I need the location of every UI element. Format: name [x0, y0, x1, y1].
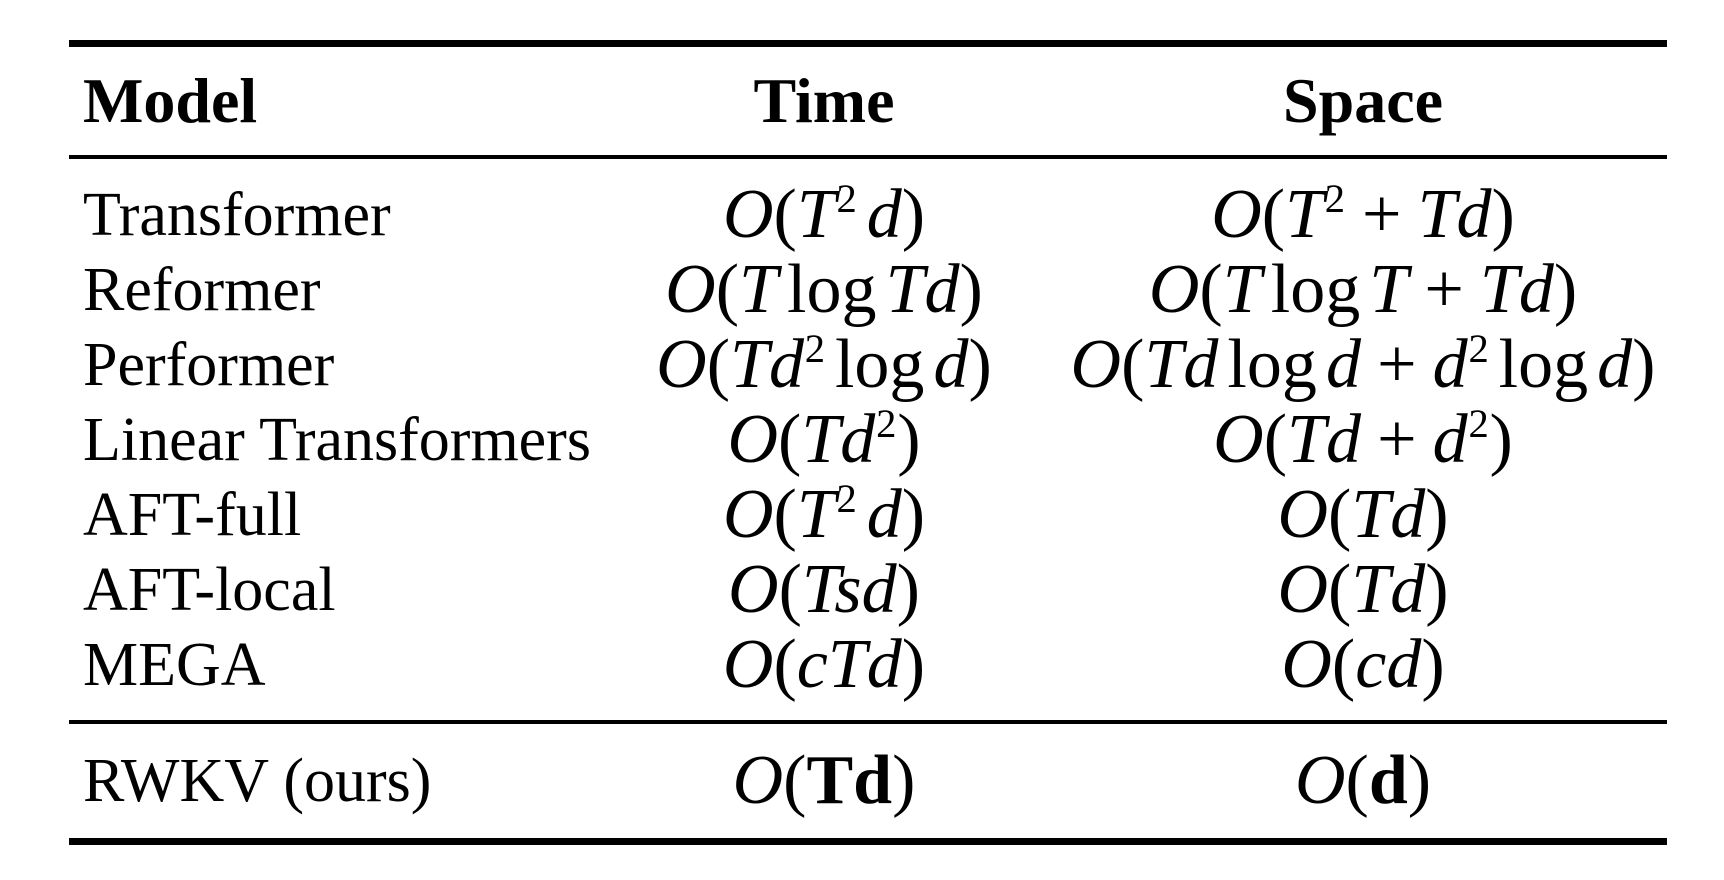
highlight-time-cell: O(Td) — [732, 742, 916, 819]
space-cell: O(cd) — [1281, 625, 1445, 703]
mid-rule — [69, 720, 1667, 724]
model-cell: AFT-local — [83, 555, 336, 624]
model-cell: Linear Transformers — [83, 405, 591, 474]
model-cell: MEGA — [83, 630, 266, 699]
highlight-section: RWKV (ours) O(Td) O(d) — [69, 724, 1667, 838]
bottom-rule — [69, 838, 1667, 845]
highlight-space-cell: O(d) — [1294, 742, 1432, 819]
header-space: Space — [1283, 65, 1443, 136]
table-row: Linear Transformers O(Td2) O(Td+d2) — [69, 402, 1667, 477]
table-row: AFT-local O(Tsd) O(Td) — [69, 552, 1667, 627]
header-rule — [69, 155, 1667, 159]
time-cell: O(Td2) — [727, 400, 921, 478]
space-cell: O(Td) — [1277, 550, 1449, 628]
table-header-row: Model Time Space — [69, 47, 1667, 155]
highlight-model-cell: RWKV (ours) — [83, 747, 432, 815]
model-cell: Transformer — [83, 180, 391, 249]
model-cell: Performer — [83, 330, 335, 399]
time-cell: O(cTd) — [722, 625, 926, 703]
space-cell: O(Td) — [1277, 475, 1449, 553]
header-time: Time — [753, 65, 895, 136]
space-cell: O(T2+Td) — [1211, 175, 1515, 253]
space-cell: O(Td+d2) — [1213, 400, 1513, 478]
model-cell: Reformer — [83, 255, 321, 324]
time-cell: O(Tsd) — [728, 550, 920, 628]
model-cell: AFT-full — [83, 480, 302, 549]
top-rule — [69, 40, 1667, 47]
table-row-rwkv: RWKV (ours) O(Td) O(d) — [69, 746, 1667, 816]
table-row: MEGA O(cTd) O(cd) — [69, 627, 1667, 702]
header-model: Model — [83, 65, 258, 136]
